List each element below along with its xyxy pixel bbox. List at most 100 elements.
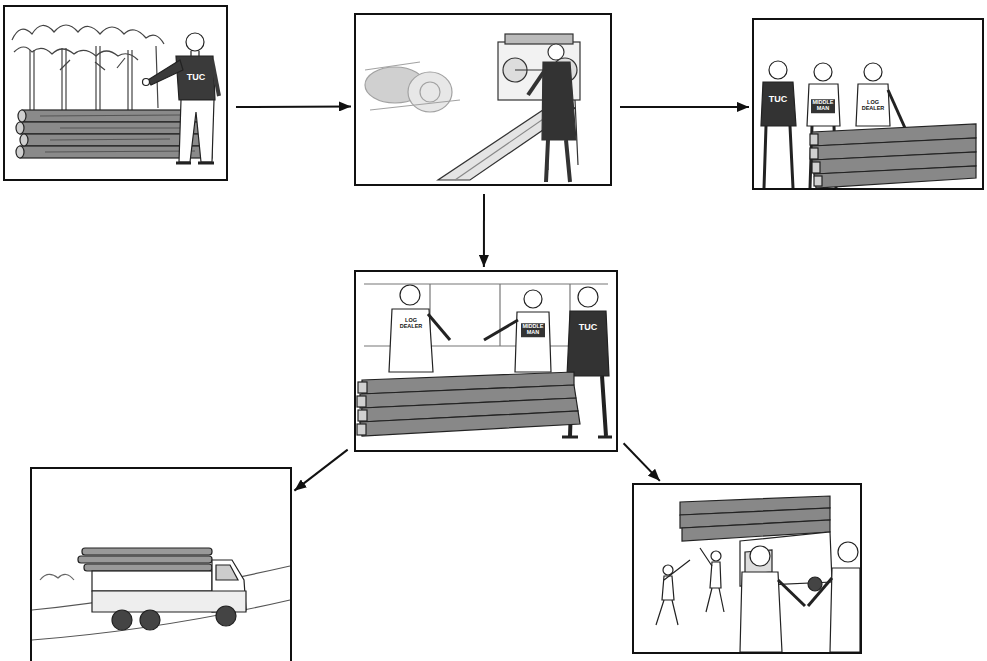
illustration-stroke (16, 110, 28, 158)
illustration-stroke (78, 556, 212, 563)
illustration-stroke (864, 63, 882, 81)
illustration-stroke (740, 572, 782, 652)
illustration-stroke (365, 62, 460, 110)
illustration-panel: TUC (3, 5, 228, 181)
illustration-stroke (60, 58, 125, 70)
illustration-stroke (176, 162, 214, 165)
flow-arrow (620, 106, 749, 108)
shirt-label: LOG DEALER (399, 318, 423, 330)
illustration-stroke (810, 148, 818, 159)
illustration-stroke (12, 25, 164, 110)
illustration-stroke (30, 46, 158, 110)
illustration-stroke (360, 372, 580, 436)
illustration-stroke (400, 285, 420, 305)
trade-scene (761, 61, 976, 188)
illustration-stroke (420, 82, 440, 102)
illustration-stroke (148, 60, 183, 85)
illustration-stroke (40, 115, 195, 152)
illustration-stroke (546, 140, 570, 182)
illustration-stroke (778, 580, 805, 606)
illustration-stroke (814, 63, 832, 81)
illustration-stroke (812, 162, 820, 173)
illustration-stroke (40, 574, 74, 580)
illustration-stroke (856, 84, 890, 126)
shirt-label: MIDDLE MAN (521, 323, 545, 337)
illustration-stroke (140, 610, 160, 630)
illustration-stroke (32, 566, 290, 640)
shirt-label: TUC (579, 323, 598, 332)
illustration-stroke (216, 606, 236, 626)
illustration-stroke (700, 548, 724, 612)
illustration-stroke (524, 290, 542, 308)
shirt-label: TUC (769, 95, 788, 104)
shirt-label: MIDDLE MAN (811, 99, 835, 113)
illustration-stroke (84, 564, 212, 571)
illustration-stroke (18, 110, 26, 122)
illustration-stroke (16, 146, 24, 158)
illustration-stroke (357, 396, 366, 407)
illustration-stroke (12, 25, 164, 44)
flow-arrow (236, 105, 351, 108)
flow-arrow (624, 443, 660, 481)
illustration-stroke (750, 546, 770, 566)
negotiation-scene (357, 284, 612, 437)
illustration-stroke (808, 578, 832, 606)
illustration-stroke (764, 126, 793, 188)
illustration-stroke (548, 44, 564, 60)
illustration-stroke (360, 411, 580, 436)
illustration-stroke (14, 47, 138, 60)
illustration-stroke (358, 382, 367, 393)
illustration-stroke (830, 568, 860, 652)
truck-scene (32, 548, 290, 640)
illustration-stroke (78, 548, 212, 571)
illustration-stroke (428, 314, 450, 340)
shirt-label: TUC (187, 73, 206, 82)
illustration-stroke (358, 410, 367, 421)
illustration-stroke (542, 62, 576, 140)
illustration-stroke (810, 134, 822, 186)
illustration-stroke (578, 287, 598, 307)
illustration-stroke (810, 134, 818, 145)
illustration-stroke (20, 134, 28, 146)
illustration-stroke (82, 548, 212, 555)
illustration-stroke (176, 56, 215, 100)
illustration-stroke (357, 382, 367, 435)
illustration-stroke (92, 571, 212, 591)
illustration-stroke (562, 436, 612, 439)
flow-arrow (294, 450, 347, 491)
illustration-stroke (179, 100, 214, 162)
illustration-panel (632, 483, 862, 654)
illustration-stroke (838, 542, 858, 562)
illustration-stroke (814, 166, 976, 188)
shirt-label: LOG DEALER (861, 100, 885, 112)
illustration-panel: TUC MIDDLE MAN LOG DEALER (752, 18, 984, 190)
forest-scene (12, 25, 219, 163)
illustration-stroke (112, 610, 132, 630)
illustration-panel: LOG DEALER MIDDLE MAN TUC (354, 270, 618, 452)
illustration-stroke (888, 90, 905, 128)
illustration-stroke (408, 72, 452, 112)
illustration-stroke (505, 34, 573, 44)
illustration-stroke (808, 577, 822, 591)
illustration-stroke (814, 176, 822, 186)
sawmill-scene (365, 34, 580, 182)
illustration-stroke (807, 84, 840, 126)
illustration-stroke (186, 33, 204, 51)
illustration-stroke (515, 312, 551, 372)
illustration-stroke (711, 551, 721, 561)
illustration-stroke (656, 560, 690, 625)
illustration-stroke (484, 320, 518, 340)
illustration-stroke (761, 82, 796, 126)
illustration-panel (30, 467, 292, 661)
illustration-stroke (212, 60, 219, 96)
illustration-stroke (528, 70, 545, 95)
illustration-stroke (216, 565, 238, 580)
sale-scene (656, 496, 860, 652)
illustration-stroke (769, 61, 787, 79)
illustration-stroke (16, 122, 24, 134)
illustration-stroke (143, 79, 150, 86)
illustration-stroke (191, 51, 199, 56)
